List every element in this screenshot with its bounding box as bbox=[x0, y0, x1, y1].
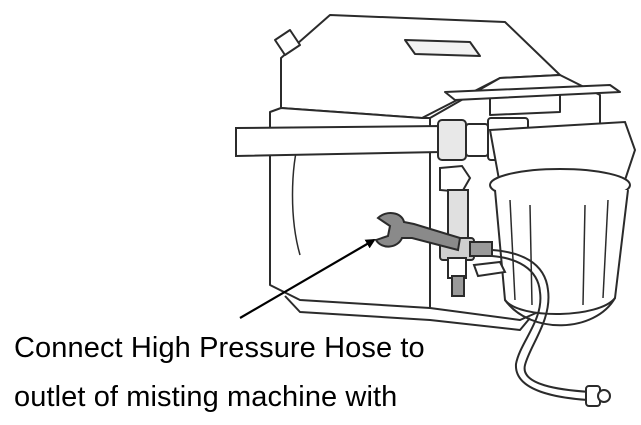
instruction-line-1: Connect High Pressure Hose to bbox=[14, 332, 425, 364]
instruction-line-2: outlet of misting machine with bbox=[14, 381, 398, 413]
high-pressure-hose bbox=[469, 241, 611, 407]
wrench-icon bbox=[374, 212, 462, 252]
arrow-icon bbox=[239, 238, 376, 319]
filter-canister bbox=[488, 120, 637, 327]
